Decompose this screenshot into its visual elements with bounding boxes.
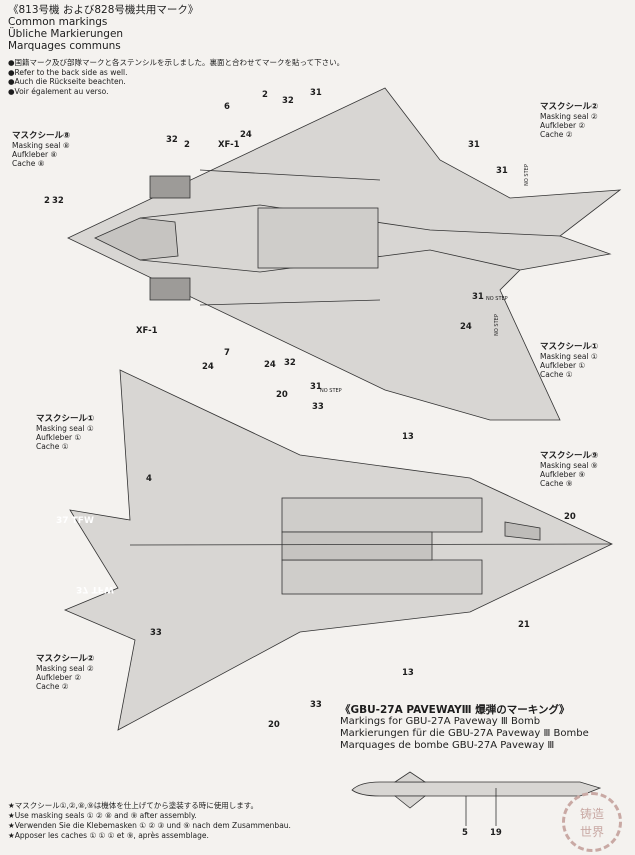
- callout-24c: 24: [460, 322, 472, 332]
- callout-24d: 24: [202, 362, 214, 372]
- note-de: ●Auch die Rückseite beachten.: [8, 77, 126, 86]
- stencil-no-step-a: NO STEP: [523, 164, 530, 186]
- callout-19: 19: [490, 828, 502, 838]
- top-view-panel-line-2: [199, 299, 381, 306]
- bomb-title-en: Markings for GBU-27A Paveway Ⅲ Bomb: [340, 716, 541, 727]
- mask-label-9: マスクシール⑨ Masking seal ⑨ Aufkleber ⑨ Cache…: [540, 451, 599, 489]
- xf1-lower: XF-1: [136, 326, 158, 336]
- bottom-view-bay-lower: [281, 559, 483, 595]
- bomb-body: [351, 781, 602, 797]
- callout-13a: 13: [402, 432, 414, 442]
- stencil-37-tfw: 37 TFW: [56, 516, 94, 526]
- callout-20c: 20: [268, 720, 280, 730]
- mask-label-1-right: マスクシール① Masking seal ① Aufkleber ① Cache…: [540, 342, 599, 380]
- title-jp: 《813号機 および828号機共用マーク》: [8, 4, 199, 16]
- note-jp: ●国籍マーク及び部隊マークと各ステンシルを示しました。裏面と合わせてマークを貼っ…: [8, 58, 345, 67]
- footer-fr: ★Apposer les caches ① ① ① et ⑨, après as…: [8, 831, 209, 840]
- bomb-fin-upper: [393, 771, 427, 783]
- footer-jp: ★マスクシール①,②,⑧,⑨は機体を仕上げてから塗装する時に使用します。: [8, 801, 259, 810]
- bomb-fin-lower: [393, 795, 427, 809]
- callout-4: 4: [146, 474, 152, 484]
- callout-20b: 20: [564, 512, 576, 522]
- bomb-marking-title: 《GBU-27A PAVEWAYⅢ 爆弾のマーキング》 Markings for…: [340, 704, 589, 752]
- bomb-title-fr: Marquages de bombe GBU-27A Paveway Ⅲ: [340, 740, 555, 751]
- callout-5: 5: [462, 828, 468, 838]
- callout-32c: 32: [52, 196, 64, 206]
- callout-31e: 31: [310, 382, 322, 392]
- top-view-cockpit: [94, 217, 179, 261]
- callout-32b: 32: [166, 135, 178, 145]
- callout-13b: 13: [402, 668, 414, 678]
- callout-24a: 24: [240, 130, 252, 140]
- bottom-view-centerline: [129, 543, 613, 546]
- title-fr: Marquages communs: [8, 40, 121, 52]
- header: 《813号機 および828号機共用マーク》 Common markings Üb…: [8, 4, 198, 52]
- mask-label-2-bottom: マスクシール② Masking seal ② Aufkleber ② Cache…: [36, 654, 95, 692]
- mask-label-1-left: マスクシール① Masking seal ① Aufkleber ① Cache…: [36, 414, 95, 452]
- callout-24b: 24: [264, 360, 276, 370]
- stencil-no-step-b: NO STEP: [486, 296, 508, 302]
- callout-31c: 31: [496, 166, 508, 176]
- watermark-seal: 铸造 世界: [562, 792, 622, 852]
- callout-21: 21: [518, 620, 530, 630]
- xf1-upper: XF-1: [218, 140, 240, 150]
- stencil-no-step-c: NO STEP: [320, 388, 342, 394]
- callout-31a: 31: [310, 88, 322, 98]
- bomb-title-de: Markierungen für die GBU-27A Paveway Ⅲ B…: [340, 728, 589, 739]
- stencil-37-tfw-mirror: 37 TFW: [76, 584, 114, 594]
- mask-label-8-top: マスクシール⑧ Masking seal ⑧ Aufkleber ⑧ Cache…: [12, 131, 71, 169]
- callout-2c: 2: [44, 196, 50, 206]
- bottom-view-center-bay: [281, 531, 433, 561]
- callout-7: 7: [224, 348, 230, 358]
- bottom-view-plane: [63, 369, 613, 731]
- footer-notes: ★マスクシール①,②,⑧,⑨は機体を仕上げてから塗装する時に使用します。 ★Us…: [8, 801, 291, 841]
- notes: ●国籍マーク及び部隊マークと各ステンシルを示しました。裏面と合わせてマークを貼っ…: [8, 58, 344, 96]
- callout-31b: 31: [468, 140, 480, 150]
- callout-20a: 20: [276, 390, 288, 400]
- callout-6: 6: [224, 102, 230, 112]
- footer-de: ★Verwenden Sie die Klebemasken ① ② ③ und…: [8, 821, 291, 830]
- bomb-title-jp: 《GBU-27A PAVEWAYⅢ 爆弾のマーキング》: [340, 704, 570, 716]
- callout-32a: 32: [282, 96, 294, 106]
- callout-2b: 2: [184, 140, 190, 150]
- note-fr: ●Voir également au verso.: [8, 86, 109, 96]
- callout-31d: 31: [472, 292, 484, 302]
- bottom-view-bay-upper: [281, 497, 483, 533]
- title-de: Übliche Markierungen: [8, 28, 124, 40]
- top-view-panel-line-1: [199, 169, 381, 181]
- top-view-bay: [257, 207, 379, 269]
- callout-2a: 2: [262, 90, 268, 100]
- top-view-plane: [67, 87, 622, 421]
- callout-32d: 32: [284, 358, 296, 368]
- note-en: ●Refer to the back side as well.: [8, 67, 128, 77]
- footer-en: ★Use masking seals ① ② ⑧ and ⑨ after ass…: [8, 811, 197, 820]
- callout-33c: 33: [310, 700, 322, 710]
- top-view-grille-upper: [149, 175, 191, 199]
- stencil-no-step-d: NO STEP: [493, 314, 500, 336]
- top-view-grille-lower: [149, 277, 191, 301]
- mask-label-2-top: マスクシール② Masking seal ② Aufkleber ② Cache…: [540, 102, 599, 140]
- callout-33a: 33: [312, 402, 324, 412]
- title-en: Common markings: [8, 16, 108, 28]
- callout-33b: 33: [150, 628, 162, 638]
- bomb-drawing: [351, 771, 602, 826]
- bottom-view-nose-hatch: [504, 521, 541, 541]
